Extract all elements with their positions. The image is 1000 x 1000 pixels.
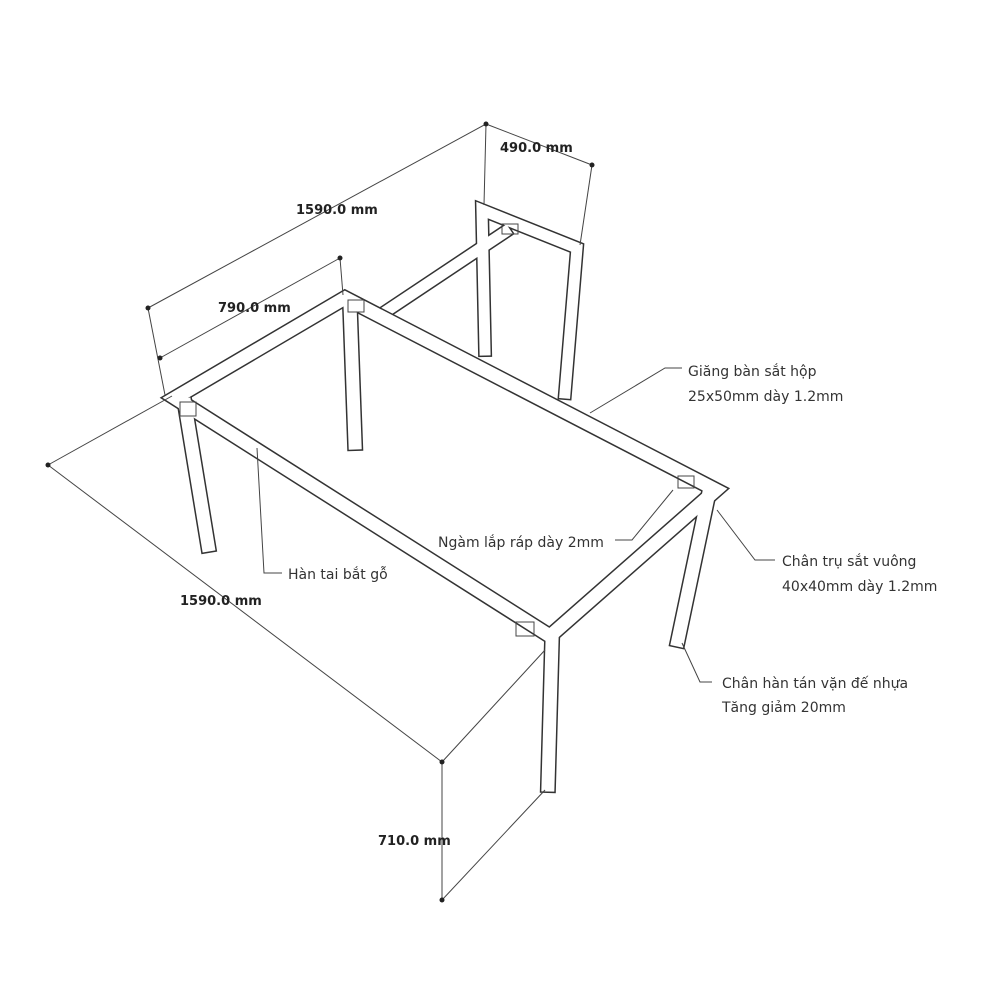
leader-lines [256, 367, 775, 683]
note-foot-2: Tăng giảm 20mm [721, 700, 846, 716]
extension-frame [378, 199, 585, 401]
dimension-lines [47, 123, 593, 901]
dim-total-length-top: 1590.0 mm [296, 203, 378, 218]
note-leg-1: Chân trụ sắt vuông [782, 553, 916, 570]
dim-total-length-left: 1590.0 mm [180, 594, 262, 609]
dim-height: 710.0 mm [378, 834, 451, 849]
note-wood-tab: Hàn tai bắt gỗ [288, 566, 388, 583]
dim-table-depth: 790.0 mm [218, 301, 291, 316]
joint-marks [179, 223, 695, 637]
note-crossbar-1: Giăng bàn sắt hộp [688, 363, 817, 380]
dimension-endpoints [45, 121, 595, 903]
dim-extension-depth: 490.0 mm [500, 141, 573, 156]
main-frame [159, 223, 731, 794]
note-joint: Ngàm lắp ráp dày 2mm [438, 534, 604, 551]
note-leg-2: 40x40mm dày 1.2mm [782, 579, 937, 595]
note-foot-1: Chân hàn tán vặn đế nhựa [722, 675, 908, 692]
note-crossbar-2: 25x50mm dày 1.2mm [688, 389, 843, 405]
